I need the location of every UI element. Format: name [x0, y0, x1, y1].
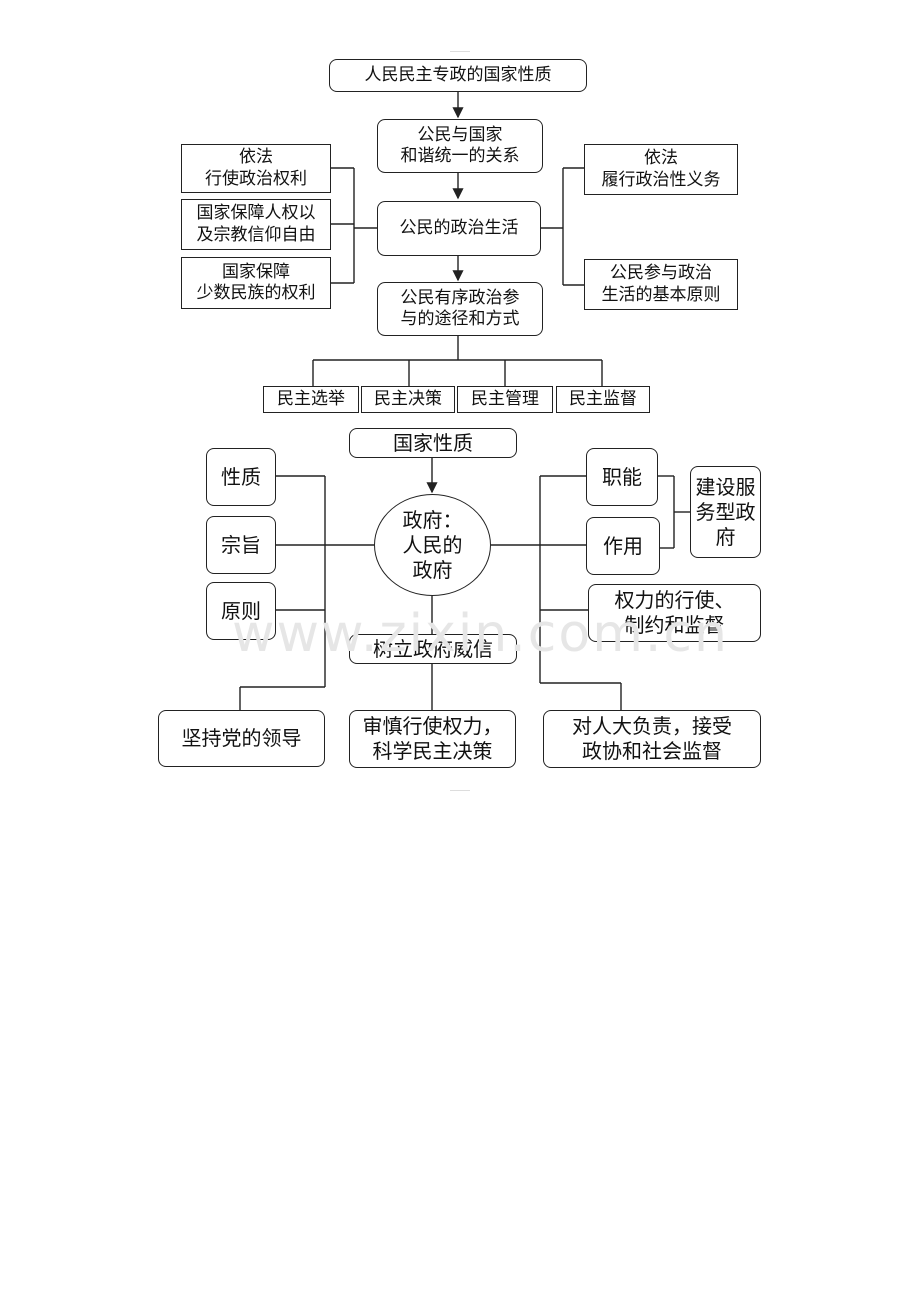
- service-government-node: 建设服 务型政 府: [690, 466, 761, 558]
- human-rights-node: 国家保障人权以 及宗教信仰自由: [181, 199, 331, 250]
- democratic-management-node: 民主管理: [457, 386, 553, 413]
- minority-rights-node: 国家保障 少数民族的权利: [181, 257, 331, 309]
- watermark: www.zixin.com.cn: [232, 604, 729, 664]
- party-leadership-node: 坚持党的领导: [158, 710, 325, 767]
- democratic-election-node: 民主选举: [263, 386, 359, 413]
- purpose-node: 宗旨: [206, 516, 276, 574]
- exercise-rights-node: 依法 行使政治权利: [181, 144, 331, 193]
- democratic-supervision-node: 民主监督: [556, 386, 650, 413]
- power-exercise-node: 权力的行使、 制约和监督: [588, 584, 761, 642]
- participation-ways-node: 公民有序政治参 与的途径和方式: [377, 282, 543, 336]
- government-authority-node: 树立政府威信: [349, 634, 517, 664]
- principle-node: 原则: [206, 582, 276, 640]
- prudent-power-node: 审慎行使权力， 科学民主决策: [349, 710, 516, 768]
- democratic-decision-node: 民主决策: [361, 386, 455, 413]
- nature-node: 性质: [206, 448, 276, 506]
- citizen-state-relation-node: 公民与国家 和谐统一的关系: [377, 119, 543, 173]
- participation-principles-node: 公民参与政治 生活的基本原则: [584, 259, 738, 310]
- npc-responsibility-node: 对人大负责，接受 政协和社会监督: [543, 710, 761, 768]
- role-node: 作用: [586, 517, 660, 575]
- political-obligations-node: 依法 履行政治性义务: [584, 144, 738, 195]
- political-life-node: 公民的政治生活: [377, 201, 541, 256]
- government-center-node: 政府： 人民的 政府: [374, 494, 491, 596]
- state-nature-node: 人民民主专政的国家性质: [329, 59, 587, 92]
- functions-node: 职能: [586, 448, 658, 506]
- state-nature-top-node: 国家性质: [349, 428, 517, 458]
